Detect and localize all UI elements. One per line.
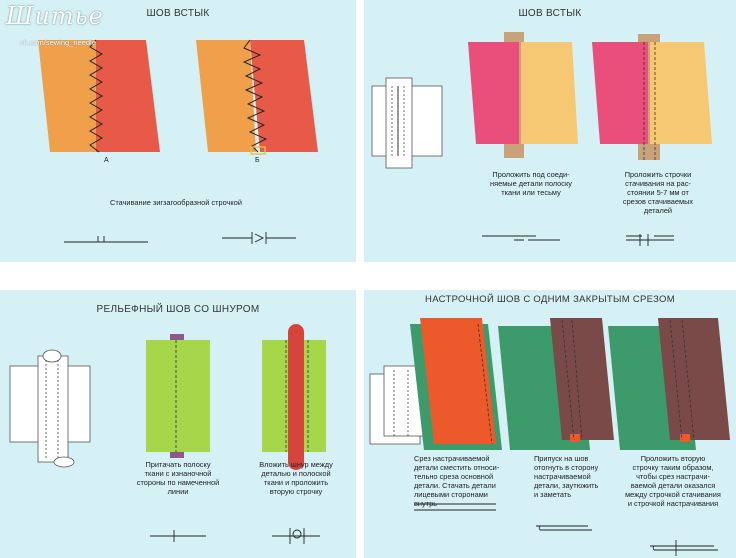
fabric-piece-red: [96, 40, 160, 152]
seam-symbol-lap-1: [414, 503, 496, 511]
fabric-piece-cream-2: [650, 42, 712, 144]
label-a: А: [104, 157, 109, 164]
tape-seam-illustration: [371, 32, 712, 246]
panel-title: РЕЛЬЕФНЫЙ ШОВ СО ШНУРОМ: [96, 304, 260, 315]
fabric-piece-cream: [521, 42, 578, 144]
zigzag-seam-illustration: [38, 39, 318, 244]
fabric-piece-pink: [468, 42, 519, 144]
label-b: Б: [255, 157, 260, 164]
fabric-piece-orange-b: [196, 40, 256, 152]
fabric-top-orange: [420, 318, 496, 444]
seam-symbol-lap-3: [650, 540, 718, 556]
seam-symbol-cord-1: [150, 530, 206, 542]
seam-edge-marker: [250, 146, 266, 155]
seam-symbol-a: [64, 236, 148, 243]
allowance-fold: [570, 434, 580, 442]
caption-lap-1: Срез настрачиваемой детали сместить отно…: [414, 454, 500, 508]
outline-tape: [385, 77, 413, 169]
seam-symbol-tape-2: [626, 234, 674, 246]
panel-relief-seam-cord: РЕЛЬЕФНЫЙ ШОВ СО ШНУРОМ Притачать полоск…: [0, 290, 356, 558]
fabric-piece-red-b: [250, 40, 318, 152]
caption-zigzag: Стачивание зигзагообразной строчкой: [110, 198, 242, 207]
allowance-fold-2: [680, 434, 690, 442]
cord-symbol: [292, 529, 302, 539]
cord: [288, 324, 304, 470]
panel-butt-seam-tape: ШОВ ВСТЫК Проложить под соеди- няемые де…: [364, 0, 736, 262]
fabric-brown: [550, 318, 614, 440]
fabric-piece-pink-2: [592, 42, 648, 144]
panel-title: ШОВ ВСТЫК: [146, 8, 210, 19]
seam-symbol-cord-2: [272, 528, 320, 544]
cord-seam-illustration: [9, 324, 326, 544]
zigzag-stitch: [89, 39, 103, 153]
panel-butt-seam-zigzag: ШОВ ВСТЫК А Б Стачивание зигзагообразной…: [0, 0, 356, 262]
caption-cord-left: Притачать полоску ткани с изнаночной сто…: [136, 460, 220, 496]
panel-title: НАСТРОЧНОЙ ШОВ С ОДНИМ ЗАКРЫТЫМ СРЕЗОМ: [425, 294, 675, 305]
fabric-piece-orange: [38, 40, 96, 152]
seam-symbol-lap-2: [536, 525, 592, 531]
caption-lap-3: Проложить вторую строчку таким образом, …: [625, 454, 721, 508]
outline-strip: [37, 355, 69, 463]
outline-cord-top: [42, 349, 62, 363]
panel-lapped-seam-closed-edge: НАСТРОЧНОЙ ШОВ С ОДНИМ ЗАКРЫТЫМ СРЕЗОМ С…: [364, 290, 736, 558]
caption-tape-left: Проложить под соеди- няемые детали полос…: [490, 170, 572, 197]
zigzag-stitch-b: [242, 39, 268, 153]
seam-symbol-tape-1: [482, 235, 560, 241]
fabric-brown-2: [658, 318, 730, 440]
fabric-piece-green: [146, 340, 210, 452]
url-watermark: vk.com/sewing_needle: [20, 38, 96, 47]
outline-cord-bottom: [53, 456, 75, 468]
panel-title: ШОВ ВСТЫК: [518, 8, 582, 19]
lapped-seam-illustration: [369, 318, 730, 556]
seam-symbol-b: [222, 232, 296, 244]
caption-tape-right: Проложить строчки стачивания на рас- сто…: [622, 170, 694, 215]
logo-watermark: Шитье: [6, 2, 104, 30]
caption-cord-right: Вложить шнур между деталью и полоской тк…: [259, 460, 333, 496]
caption-lap-2: Припуск на шов отогнуть в сторону настра…: [534, 454, 599, 499]
